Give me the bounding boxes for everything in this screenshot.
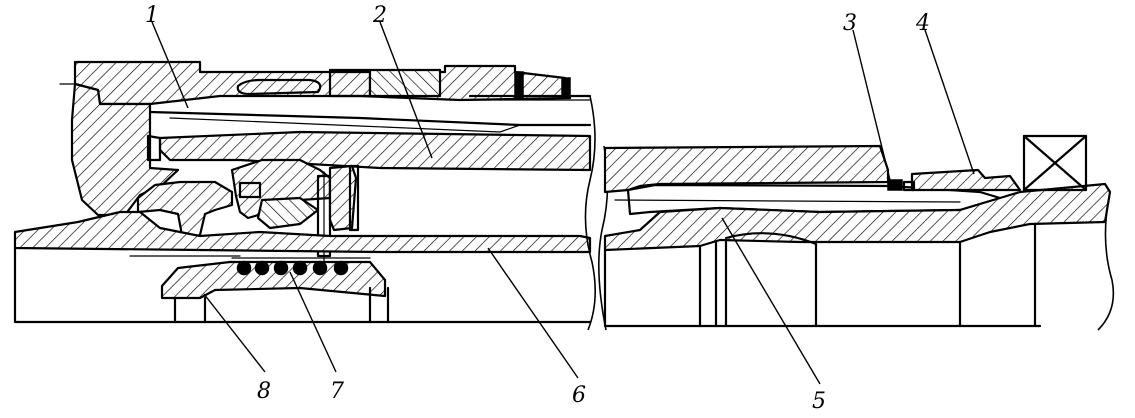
part-4-nut bbox=[910, 168, 1022, 192]
sleeve-end-step bbox=[146, 134, 162, 162]
right-inner-lines bbox=[698, 222, 1037, 328]
piston-insert bbox=[238, 181, 262, 199]
base-outline bbox=[13, 246, 592, 324]
part-2-inner-sleeve bbox=[158, 130, 592, 172]
part-7-spring bbox=[236, 260, 349, 276]
leader-2 bbox=[379, 21, 433, 159]
spring-coil bbox=[292, 260, 308, 276]
vertical-pin bbox=[316, 174, 332, 258]
square-head-diag-2 bbox=[1022, 134, 1088, 192]
bushing-recess bbox=[173, 286, 390, 324]
spring-coil bbox=[312, 260, 328, 276]
inner-bore-taper bbox=[148, 110, 592, 127]
square-head bbox=[1022, 134, 1088, 192]
leader-7 bbox=[289, 271, 337, 373]
leader-3 bbox=[852, 29, 891, 181]
part-8-bushing bbox=[160, 260, 387, 300]
spring-coil bbox=[254, 260, 270, 276]
callout-7: 7 bbox=[330, 379, 344, 404]
break-line-far-right bbox=[1097, 191, 1115, 331]
seal-block-top-2 bbox=[561, 77, 571, 99]
callout-1: 1 bbox=[145, 3, 159, 28]
callout-5: 5 bbox=[812, 389, 826, 414]
leader-8 bbox=[203, 293, 266, 373]
spacer-block-b bbox=[368, 68, 442, 98]
leader-1 bbox=[151, 21, 189, 109]
pin-block-face bbox=[348, 164, 360, 232]
part-3-seal-ring bbox=[902, 180, 916, 192]
leader-6 bbox=[487, 247, 579, 379]
leader-5 bbox=[721, 217, 821, 385]
spring-coil bbox=[273, 260, 289, 276]
part-1-housing-top bbox=[73, 60, 572, 106]
callout-4: 4 bbox=[915, 11, 930, 36]
part-3-seal bbox=[887, 179, 903, 191]
right-base-outline bbox=[603, 248, 1042, 328]
part-5-axis bbox=[614, 199, 961, 203]
right-bore-arc bbox=[724, 232, 818, 246]
inner-bore-taper-2 bbox=[169, 117, 521, 133]
spring-coil bbox=[333, 260, 349, 276]
part-6-shaft-left bbox=[13, 210, 592, 254]
callout-3: 3 bbox=[843, 11, 857, 36]
spring-coil bbox=[236, 260, 252, 276]
leader-4 bbox=[924, 29, 975, 175]
break-line-left bbox=[584, 95, 596, 331]
housing-slot bbox=[236, 78, 322, 96]
mushroom-piston bbox=[136, 180, 234, 240]
wedge-insert bbox=[256, 196, 320, 230]
pin-block bbox=[328, 164, 358, 232]
callout-6: 6 bbox=[572, 383, 586, 408]
seal-block-top bbox=[514, 71, 524, 99]
callout-2: 2 bbox=[372, 3, 387, 28]
callout-8: 8 bbox=[257, 379, 271, 404]
